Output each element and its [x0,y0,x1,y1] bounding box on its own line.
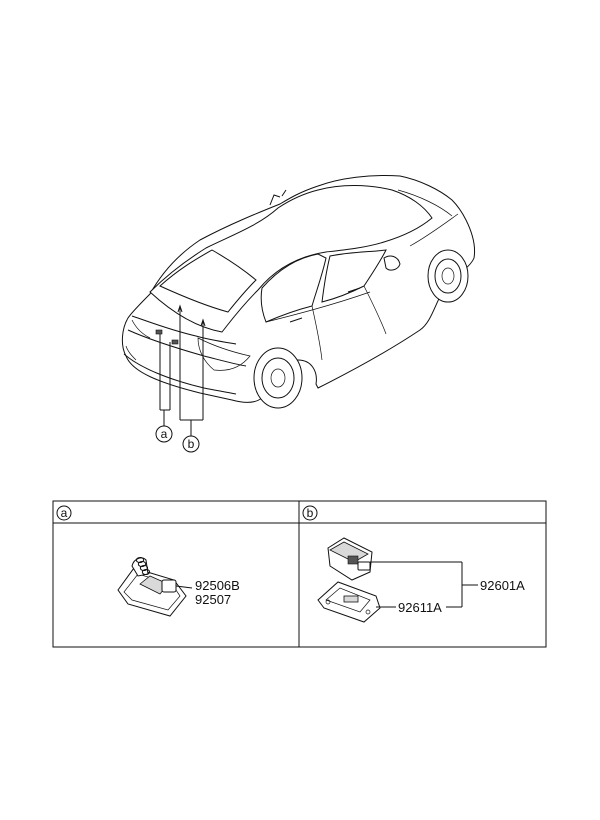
panel-b-letter: b [307,506,314,520]
callout-a: a [155,425,173,443]
parts-table: a b 92506B 92507 [52,500,547,648]
callout-b-label: b [188,437,195,451]
callout-a-label: a [161,427,168,441]
lamp-lens-part [317,581,381,623]
part-number-92507: 92507 [195,592,231,607]
car-illustration [121,175,475,409]
license-lamp-part [117,557,193,617]
panel-a-letter: a [61,506,68,520]
callout-b: b [182,435,200,453]
leader-lines [159,304,206,436]
panel-b-header: b [302,505,318,521]
lamp-assembly-part [327,537,373,581]
part-number-92506b: 92506B [195,578,240,593]
part-number-92611a: 92611A [398,600,442,615]
panel-a-header: a [56,505,72,521]
part-number-92601a: 92601A [480,578,525,593]
